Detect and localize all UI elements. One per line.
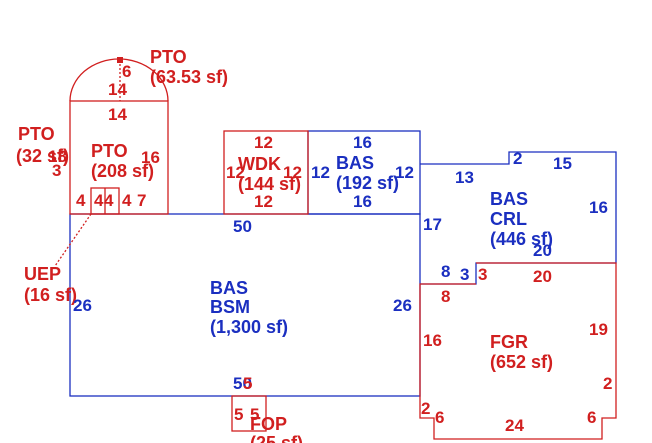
dim-bas-main-top: 50 — [233, 217, 252, 236]
bas-small-area: (192 sf) — [336, 173, 399, 193]
wdk-outline — [223, 130, 309, 215]
pto-main-label: PTO — [91, 141, 128, 161]
bas-small-label: BAS — [336, 153, 374, 173]
bas-crl-outline — [420, 151, 617, 285]
pto-main-area: (208 sf) — [91, 161, 154, 181]
dim-pto-right: 16 — [141, 148, 160, 167]
dim-fop-top: 5 — [243, 374, 252, 393]
dim-pto-bottom-c2: 4 — [122, 191, 132, 210]
pto-arch-area: (63.53 sf) — [150, 67, 228, 87]
dim-crl-bottom: 20 — [533, 241, 552, 260]
dim-pto-bottom-d: 7 — [137, 191, 146, 210]
dim-fop-a: 5 — [234, 405, 243, 424]
dim-bas-small-top: 16 — [353, 133, 372, 152]
dim-pto-bottom-b: 4 — [94, 191, 104, 210]
wdk-area: (144 sf) — [238, 174, 301, 194]
dim-crl-top: 15 — [553, 154, 572, 173]
pto-arch-label: PTO — [150, 47, 187, 67]
dim-pto-left-overlap: 18 — [48, 147, 67, 166]
dim-pto-arch-radius: 6 — [122, 62, 131, 81]
dim-pto-left: 3 — [52, 161, 61, 180]
dim-fgr-left: 16 — [423, 331, 442, 350]
dim-fgr-bottom-left: 6 — [435, 408, 444, 427]
uep-area: (16 sf) — [24, 285, 77, 305]
dim-crl-left: 17 — [423, 215, 442, 234]
uep-leader-line — [54, 213, 92, 267]
fop-area: (25 sf) — [250, 433, 303, 443]
bas-crl-area: (446 sf) — [490, 229, 553, 249]
dim-wdk-top: 12 — [254, 133, 273, 152]
dim-crl-top-left: 13 — [455, 168, 474, 187]
dim-fgr-left-top: 3 — [478, 265, 487, 284]
pto-left-area: (32 sf) — [16, 146, 69, 166]
wdk-label: WDK — [238, 154, 281, 174]
dim-pto-bottom-c: 4 — [104, 191, 114, 210]
dim-crl-notch-b: 3 — [460, 265, 469, 284]
dim-bas-main-right: 26 — [393, 296, 412, 315]
dim-bas-small-bottom: 16 — [353, 192, 372, 211]
dim-pto-bottom-a: 4 — [76, 191, 86, 210]
dim-pto-top: 14 — [108, 105, 127, 124]
dim-fgr-bottom: 24 — [505, 416, 524, 435]
pto-arch-center-marker — [117, 57, 123, 63]
dim-fop-b: 5 — [250, 405, 259, 424]
dim-crl-right: 16 — [589, 198, 608, 217]
uep-label: UEP — [24, 264, 61, 284]
bas-crl-label-1: BAS — [490, 189, 528, 209]
dim-wdk-bottom: 12 — [254, 192, 273, 211]
dim-bas-main-left: 26 — [73, 296, 92, 315]
dim-bas-small-left: 12 — [311, 163, 330, 182]
dim-crl-notch-a: 8 — [441, 262, 450, 281]
dim-fgr-right: 19 — [589, 320, 608, 339]
fop-outline — [231, 395, 267, 432]
fgr-label: FGR — [490, 332, 528, 352]
fgr-area: (652 sf) — [490, 352, 553, 372]
dim-bas-small-right: 12 — [395, 163, 414, 182]
bas-main-label-2: BSM — [210, 297, 250, 317]
dim-fgr-top: 20 — [533, 267, 552, 286]
dim-fgr-bottom-step: 2 — [421, 399, 430, 418]
dim-wdk-right: 12 — [283, 163, 302, 182]
fgr-outline — [419, 262, 617, 440]
bas-main-label-1: BAS — [210, 278, 248, 298]
dim-crl-step: 2 — [513, 149, 522, 168]
dim-bas-main-bottom: 50 — [233, 374, 252, 393]
fop-label: FOP — [250, 414, 287, 434]
dim-fgr-right-step: 2 — [603, 374, 612, 393]
dim-fgr-left-a: 8 — [441, 287, 450, 306]
bas-crl-label-2: CRL — [490, 209, 527, 229]
pto-left-label: PTO — [18, 124, 55, 144]
bas-main-area: (1,300 sf) — [210, 317, 288, 337]
dim-pto-arch-inner: 14 — [108, 80, 127, 99]
dim-wdk-left: 12 — [226, 163, 245, 182]
dim-fgr-bottom-right: 6 — [587, 408, 596, 427]
